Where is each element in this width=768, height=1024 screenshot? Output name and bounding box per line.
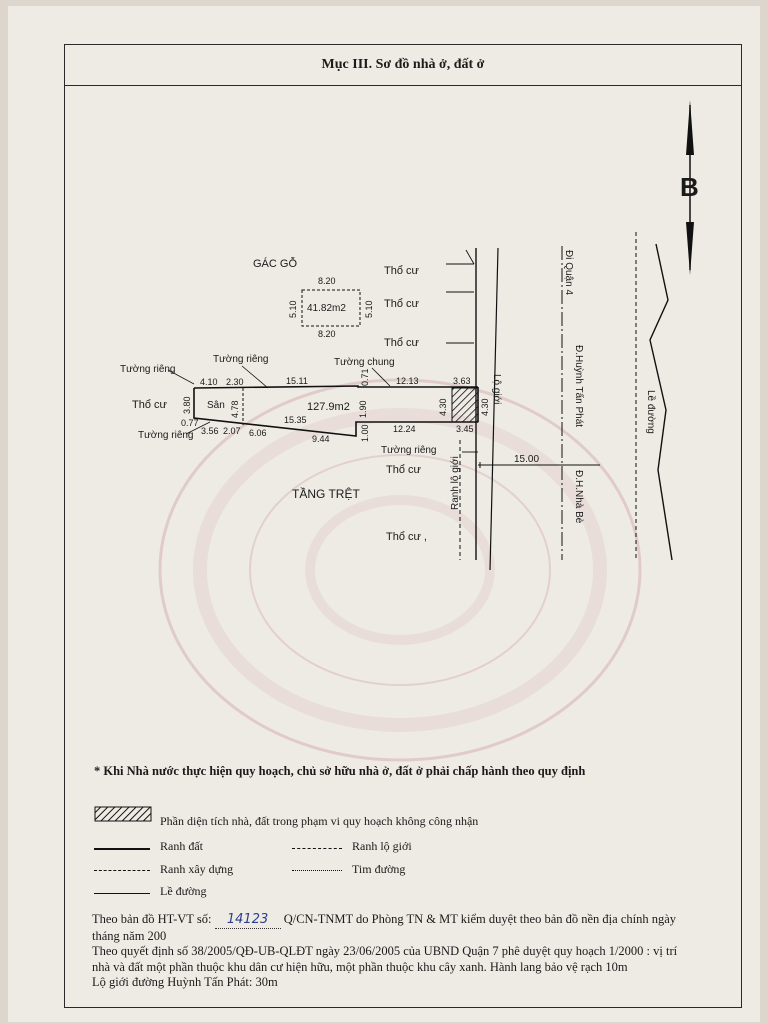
upper-area: 41.82m2: [307, 303, 346, 314]
upper-floor-label: GÁC GỖ: [253, 257, 297, 270]
footer-line: Theo bản đồ HT-VT số: 14123 Q/CN-TNMT do…: [92, 912, 677, 929]
road-lines: [459, 232, 673, 571]
north-arrow-icon: [686, 100, 694, 275]
hatch-swatch-icon: [94, 806, 152, 822]
legend-ranh-lo-gioi-label: Ranh lộ giới: [352, 839, 412, 853]
wall-label: Tường riêng: [120, 364, 176, 375]
legend-line-ranh-lo-gioi: [292, 848, 342, 849]
neighbor-label: Thổ cư: [384, 298, 420, 310]
dim-label: 4.30: [438, 398, 448, 416]
section-title: Mục III. Sơ đồ nhà ở, đất ở: [321, 56, 485, 72]
road-label: Lề đường: [645, 390, 657, 434]
dim-label: 9.44: [312, 434, 330, 444]
wall-label: Tường riêng: [381, 445, 437, 456]
neighbor-label: Thổ cư ,: [386, 531, 427, 543]
dim-label: 2.07: [223, 426, 241, 436]
hatched-area: [451, 387, 479, 423]
dim-label: 15.11: [286, 376, 308, 386]
map-number: 14123: [214, 912, 281, 929]
upper-dim-bottom: 8.20: [318, 329, 336, 339]
legend-tim-duong-label: Tim đường: [352, 862, 406, 876]
planning-note: * Khi Nhà nước thực hiện quy hoạch, chủ …: [94, 764, 586, 778]
dim-label: 6.06: [249, 428, 267, 438]
dim-label: 4.30: [480, 398, 490, 416]
dim-label: 4.10: [200, 377, 218, 387]
dim-label: 0.71: [360, 368, 370, 386]
legend-ranh-xay-dung-label: Ranh xây dựng: [160, 862, 234, 876]
drawing-frame: [64, 44, 742, 1008]
ground-floor-label: TẦNG TRỆT: [292, 486, 360, 501]
footer-line: nhà và đất một phần thuộc khu dân cư hiệ…: [92, 959, 628, 974]
neighbor-label: Thổ cư: [384, 265, 420, 277]
dim-label: 12.24: [393, 424, 416, 434]
dim-label: 4.78: [230, 400, 240, 418]
neighbor-label: Thổ cư: [386, 464, 422, 476]
direction-letter: B: [680, 172, 699, 202]
footer-line: Lộ giới đường Huỳnh Tấn Phát: 30m: [92, 975, 278, 989]
wall-label: Tường riêng: [138, 430, 194, 441]
legend-le-duong-label: Lề đường: [160, 884, 207, 898]
legend-line-ranh-dat: [94, 848, 150, 850]
dim-label: 0.77: [181, 418, 199, 428]
dim-label: 15.35: [284, 415, 307, 425]
road-label: Ranh lộ giới: [450, 456, 461, 510]
dim-label: 3.63: [453, 376, 471, 386]
road-width: 15.00: [514, 454, 539, 465]
dim-label: 2.30: [226, 377, 244, 387]
upper-dim-top: 8.20: [318, 276, 336, 286]
section-header: Mục III. Sơ đồ nhà ở, đất ở: [64, 44, 742, 86]
dim-label: 1.00: [360, 424, 370, 442]
wall-label: Tường riêng: [213, 354, 269, 365]
stamp-seal: [158, 378, 642, 762]
upper-floor-outline: [301, 289, 361, 327]
legend-hatch-label: Phần diện tích nhà, đất trong phạm vi qu…: [160, 814, 479, 828]
dim-label: 3.45: [456, 424, 474, 434]
footer-text: Theo bản đồ HT-VT số: 14123 Q/CN-TNMT do…: [92, 912, 732, 991]
legend-line-le-duong: [94, 893, 150, 894]
neighbor-boundaries: [446, 249, 478, 453]
footer-line: Theo quyết định số 38/2005/QĐ-UB-QLĐT ng…: [92, 944, 678, 958]
neighbor-label: Thổ cư: [384, 337, 420, 349]
road-label: Đ.H.Nhà Bè: [573, 470, 584, 524]
main-area: 127.9m2: [307, 401, 350, 413]
legend-line-tim-duong: [292, 870, 342, 871]
neighbor-label: Thổ cư: [132, 399, 168, 411]
wall-label: Tường chung: [334, 357, 395, 368]
dim-label: 1.90: [358, 400, 368, 418]
road-label: Đi Quận 4: [563, 250, 574, 295]
footer-line: tháng năm 200: [92, 928, 167, 943]
document-sheet: [8, 6, 760, 1022]
legend-line-ranh-xay-dung: [94, 870, 150, 871]
road-label: Đ.Huỳnh Tấn Phát: [573, 345, 585, 427]
road-label: Lộ giới: [491, 374, 502, 404]
upper-dim-left: 5.10: [288, 300, 298, 318]
dim-label: 3.80: [182, 396, 192, 414]
legend-ranh-dat-label: Ranh đất: [160, 839, 203, 853]
upper-dim-right: 5.10: [364, 300, 374, 318]
dim-label: 12.13: [396, 376, 419, 386]
dim-label: 3.56: [201, 426, 219, 436]
yard-label: Sân: [207, 400, 225, 411]
